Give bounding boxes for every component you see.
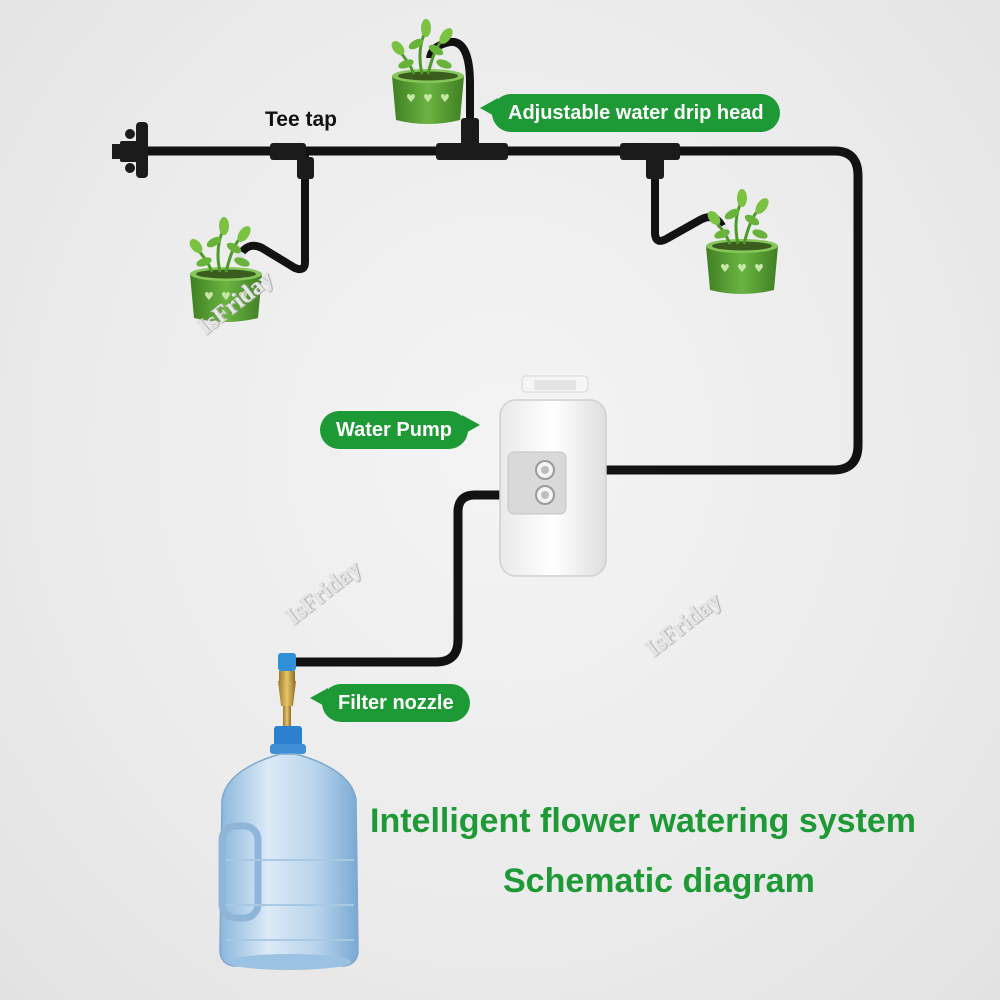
tee-connector-icon [270,143,314,179]
water-pump-callout: Water Pump [320,411,480,449]
callout-tail [310,688,328,708]
branch-tube-right [651,151,726,245]
main-tube [123,146,863,475]
tee-tap-label: Tee tap [265,108,337,131]
drip-head-callout: Adjustable water drip head [480,94,780,132]
branch-tube-top [426,38,474,152]
diagram-subtitle: Schematic diagram [503,862,815,900]
callout-tail [480,98,498,118]
water-pump-label: Water Pump [336,419,452,441]
filter-nozzle-icon [278,653,296,726]
end-valve-icon [112,122,148,178]
filter-nozzle-callout: Filter nozzle [310,684,470,722]
diagram-title: Intelligent flower watering system [370,802,917,840]
drip-head-label: Adjustable water drip head [508,102,764,124]
branch-tube-left [238,151,309,274]
plant-pot-icon [703,187,778,294]
plant-pot-icon [387,17,464,124]
water-bottle-icon [218,726,359,970]
water-pump-icon [499,375,607,577]
tee-connector-icon [620,143,680,179]
tee-connector-icon [436,118,508,160]
callout-tail [461,415,480,435]
feed-tube [285,490,550,667]
filter-nozzle-label: Filter nozzle [338,692,454,714]
